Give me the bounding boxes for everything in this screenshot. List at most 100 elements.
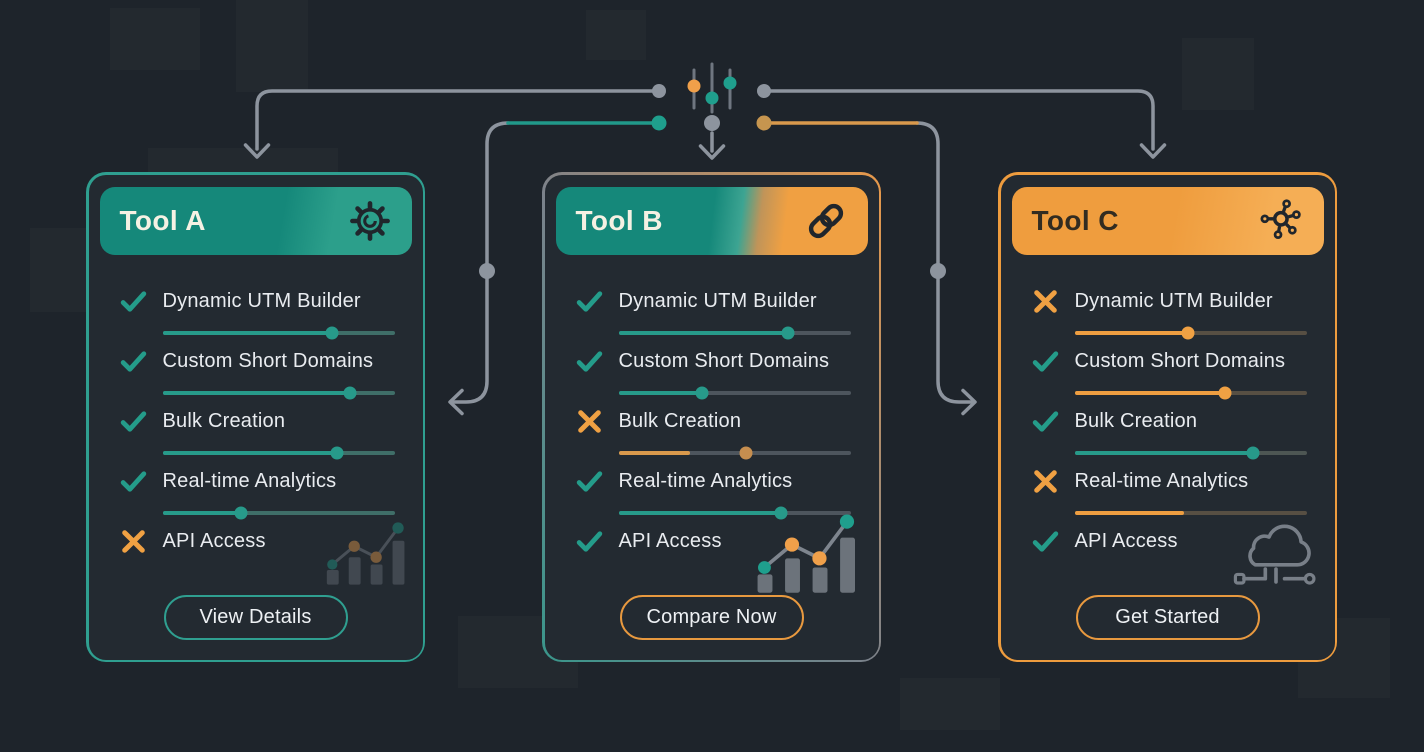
x-icon [119,527,148,556]
junction-dot [704,115,720,131]
feature-label: Custom Short Domains [1074,350,1286,372]
feature-rating-bar [162,446,395,459]
check-icon [575,287,604,316]
feature-rating-bar [162,326,395,339]
rating-dot [781,326,795,339]
network-hub-icon [1259,198,1301,239]
compare-now-button[interactable]: Compare Now [619,594,804,640]
connector-dot [651,115,667,131]
feature-label: Dynamic UTM Builder [618,290,817,312]
feature-row: Custom Short Domains [1001,347,1335,407]
check-icon [119,467,148,496]
card-title: Tool A [119,204,206,236]
feature-row: API Access [89,527,423,587]
rating-dot [330,446,343,459]
feature-rating-bar [1074,506,1307,519]
feature-label: Bulk Creation [162,410,286,432]
card-title: Tool B [575,204,663,236]
feature-label: Custom Short Domains [618,350,830,372]
rating-dot [1246,446,1260,459]
check-icon [575,467,604,496]
connector-line-inner-right [915,121,974,404]
feature-row: Bulk Creation [89,407,423,467]
feature-label: Real-time Analytics [162,470,337,492]
slider-dot [723,76,737,90]
rating-dot [1218,386,1232,399]
card-tool-b: Tool B Dynamic UTM Builder Custom Short … [542,172,881,662]
arrow-to-tool-b-icon [698,144,726,160]
connector-line-inner-left [451,121,510,404]
check-icon [1031,407,1060,436]
rating-dot [739,446,753,459]
card-header: Tool A [99,186,412,255]
card-body: Tool B Dynamic UTM Builder Custom Short … [544,174,879,660]
feature-label: API Access [162,530,266,552]
feature-rating-bar [618,386,851,399]
card-tool-c: Tool C Dynamic UTM Builder Custom Short … [998,172,1337,662]
check-icon [575,527,604,556]
feature-row: Custom Short Domains [89,347,423,407]
feature-row: Bulk Creation [1001,407,1335,467]
feature-row: Real-time Analytics [1001,467,1335,527]
junction-dot [479,263,495,279]
feature-rating-bar [162,386,395,399]
card-header: Tool C [1011,186,1324,255]
feature-rating-bar [162,506,395,519]
feature-label: Bulk Creation [618,410,742,432]
connector-dot [757,84,771,98]
rating-dot [1181,326,1195,339]
feature-label: API Access [1074,530,1178,552]
feature-row: Real-time Analytics [545,467,879,527]
feature-label: Bulk Creation [1074,410,1198,432]
slider-dot [687,79,701,93]
feature-rating-bar [1074,326,1307,339]
rating-dot [695,386,709,399]
check-icon [1031,527,1060,556]
arrow-to-tool-a-icon [243,143,271,159]
arrow-left-icon [448,388,464,416]
feature-label: Dynamic UTM Builder [1074,290,1273,312]
feature-row: Custom Short Domains [545,347,879,407]
connector-dot [756,115,772,131]
feature-list: Dynamic UTM Builder Custom Short Domains… [1001,287,1335,587]
gear-icon [348,199,392,243]
rating-dot [234,506,248,519]
feature-list: Dynamic UTM Builder Custom Short Domains… [89,287,423,587]
feature-row: Dynamic UTM Builder [1001,287,1335,347]
feature-rating-bar [1074,386,1307,399]
get-started-button[interactable]: Get Started [1075,594,1260,640]
feature-list: Dynamic UTM Builder Custom Short Domains… [545,287,879,587]
view-details-button[interactable]: View Details [163,594,348,640]
feature-row: Real-time Analytics [89,467,423,527]
rating-dot [343,386,357,399]
feature-rating-bar [618,326,851,339]
link-icon [804,199,848,243]
feature-row: API Access [545,527,879,587]
card-header: Tool B [555,186,868,255]
rating-dot [325,326,339,339]
x-icon [1031,287,1060,316]
check-icon [575,347,604,376]
card-title: Tool C [1031,204,1119,236]
feature-label: Real-time Analytics [618,470,793,492]
bar-chart-icon [755,512,857,595]
feature-rating-bar [618,446,851,459]
cloud-circuit-icon [1233,523,1316,585]
feature-row: Bulk Creation [545,407,879,467]
bar-chart-icon [324,520,406,586]
check-icon [119,407,148,436]
connector-dot [652,84,666,98]
connector-line-outer-left [255,89,661,151]
card-tool-a: Tool A Dynamic UTM Builder Custom Short … [86,172,425,662]
card-body: Tool A Dynamic UTM Builder Custom Short … [88,174,423,660]
feature-row: Dynamic UTM Builder [545,287,879,347]
feature-rating-bar [618,506,851,519]
cards-row: Tool A Dynamic UTM Builder Custom Short … [86,172,1337,662]
check-icon [1031,347,1060,376]
feature-row: Dynamic UTM Builder [89,287,423,347]
connector-line-outer-right [762,89,1155,151]
arrow-right-icon [961,388,977,416]
feature-label: API Access [618,530,722,552]
